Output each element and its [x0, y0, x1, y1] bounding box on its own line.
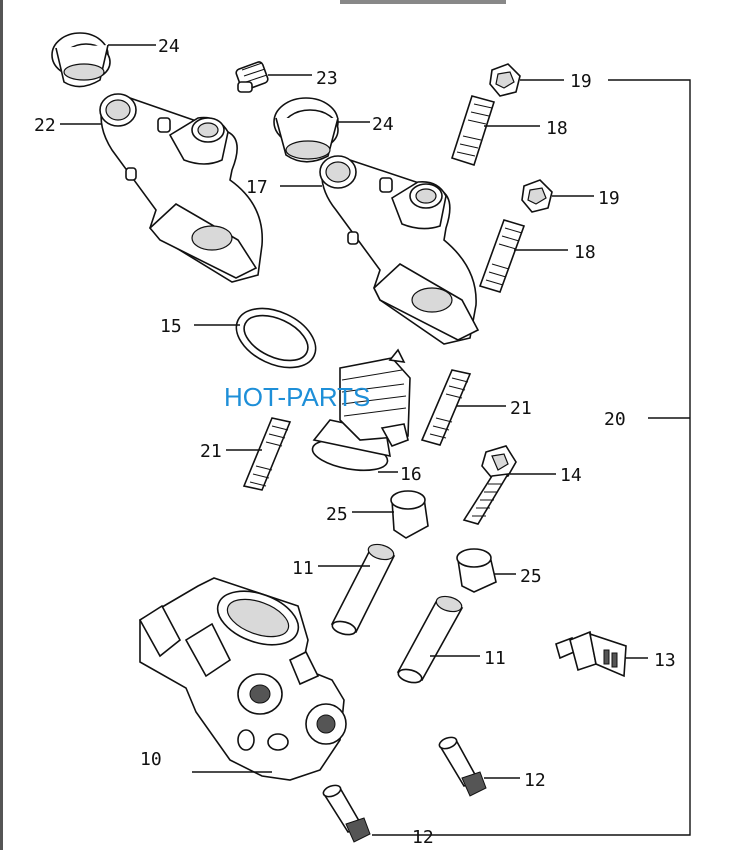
group-20-bracket: [372, 79, 691, 836]
callout-25b: 25: [520, 566, 542, 587]
callout-15: 15: [160, 316, 182, 337]
callout-19a: 19: [570, 71, 592, 92]
part-24-ring-b: [273, 97, 339, 163]
part-25-sleeve-a: [390, 490, 429, 539]
callout-25a: 25: [326, 504, 348, 525]
frame-top-tab: [340, 0, 506, 4]
part-19-nut-a: [489, 63, 521, 97]
part-22-outlet-pipe: [99, 93, 263, 283]
part-23-plug: [235, 61, 269, 93]
watermark-text: HOT-PARTS: [224, 382, 370, 412]
frame-left-border: [0, 0, 3, 850]
callout-12a: 12: [524, 770, 546, 791]
part-11-tube-b: [396, 595, 464, 684]
part-11-tube-a: [330, 543, 396, 636]
callout-16: 16: [400, 464, 422, 485]
part-12-plug-b: [322, 784, 371, 843]
part-18-stud-a: [450, 95, 496, 167]
callout-17: 17: [246, 177, 268, 198]
callout-11b: 11: [484, 648, 506, 669]
callout-24a: 24: [158, 36, 180, 57]
part-21-stud-b: [242, 417, 292, 491]
callout-14: 14: [560, 465, 582, 486]
part-16-thermostat: [311, 348, 411, 472]
callout-19b: 19: [598, 188, 620, 209]
part-12-plug-a: [438, 736, 487, 797]
part-21-stud-a: [420, 369, 472, 446]
part-18-stud-b: [478, 219, 526, 293]
part-19-nut-b: [521, 179, 553, 213]
callout-21a: 21: [200, 441, 222, 462]
callout-22: 22: [34, 115, 56, 136]
callout-24b: 24: [372, 114, 394, 135]
part-10-thermostat-housing: [138, 577, 347, 781]
part-13-temp-sensor: [555, 630, 627, 678]
part-17-outlet-pipe: [319, 155, 480, 345]
callout-23: 23: [316, 68, 338, 89]
callout-12b: 12: [412, 827, 434, 848]
callout-20: 20: [604, 409, 626, 430]
part-15-gasket: [235, 307, 317, 369]
callout-21b: 21: [510, 398, 532, 419]
part-25-sleeve-b: [456, 548, 497, 593]
callout-10: 10: [140, 749, 162, 770]
callout-18b: 18: [574, 242, 596, 263]
callout-18a: 18: [546, 118, 568, 139]
part-14-bolt: [462, 445, 517, 525]
callout-13: 13: [654, 650, 676, 671]
part-24-ring-a: [51, 32, 111, 88]
callout-11a: 11: [292, 558, 314, 579]
